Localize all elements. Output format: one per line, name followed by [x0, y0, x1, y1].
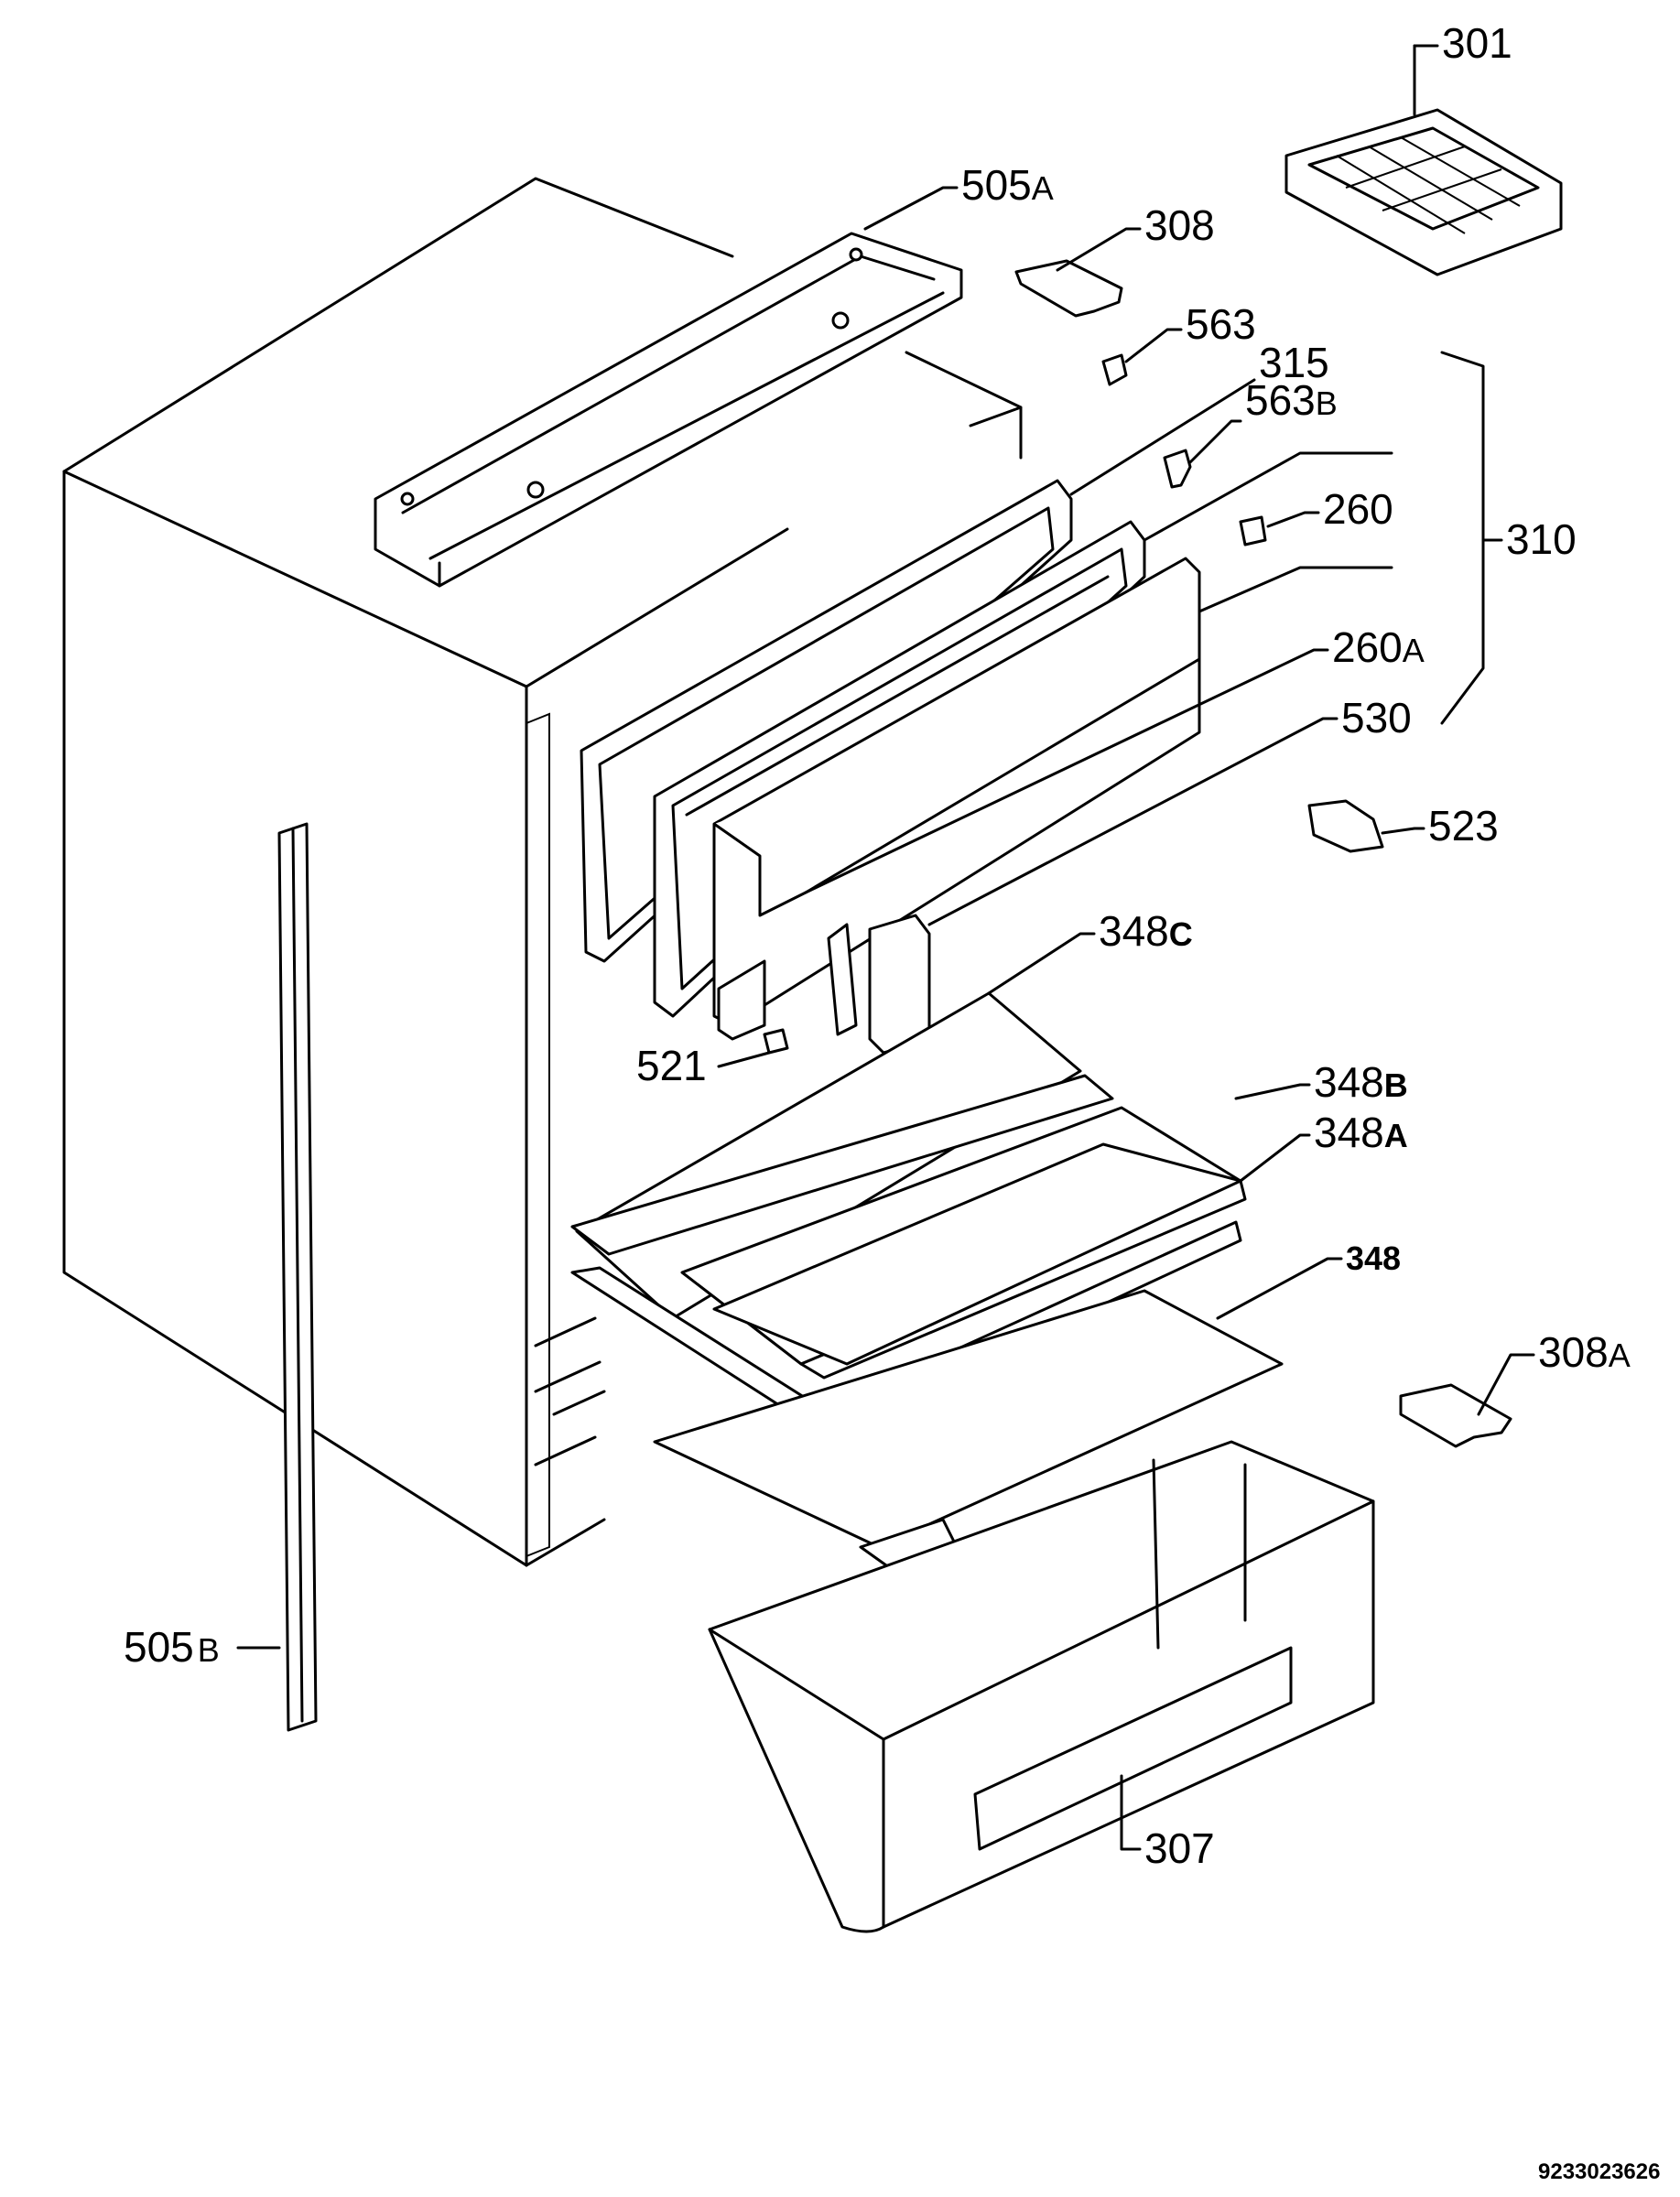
label-260A: 260A	[1332, 623, 1425, 671]
label-563B: 563B	[1245, 376, 1338, 424]
label-563: 563	[1186, 300, 1256, 348]
hinge-bracket-308A	[1399, 1383, 1512, 1448]
label-530: 530	[1341, 694, 1412, 741]
label-301: 301	[1442, 19, 1512, 67]
label-315: 315	[1259, 339, 1329, 386]
label-348A: 348A	[1314, 1109, 1408, 1156]
label-308A: 308A	[1538, 1328, 1631, 1376]
document-number: 9233023626	[1538, 2159, 1660, 2184]
screw-563	[1101, 353, 1128, 386]
label-260: 260	[1323, 485, 1393, 533]
label-308: 308	[1144, 201, 1215, 249]
callout-labels: 301 505A 308 563 315 563B 260 310 260A 5…	[124, 19, 1660, 2184]
leader-lines	[236, 44, 1535, 1851]
cabinet-body	[62, 177, 1023, 1567]
plug-523	[1307, 799, 1384, 853]
label-521: 521	[636, 1042, 707, 1089]
top-hinge-rail-505A	[374, 232, 963, 588]
shelf-348	[653, 1289, 1284, 1572]
inner-door-panel-530	[712, 557, 1201, 1041]
hinge-bracket-308	[1014, 259, 1123, 318]
screw-563B	[1163, 449, 1192, 489]
label-523: 523	[1428, 802, 1499, 850]
label-348: 348	[1346, 1239, 1401, 1277]
side-seal-505B	[277, 822, 318, 1732]
label-307: 307	[1144, 1824, 1215, 1872]
ice-cube-tray-301	[1284, 108, 1563, 276]
label-348B: 348B	[1314, 1058, 1408, 1106]
label-310: 310	[1506, 515, 1577, 563]
door-handle-parts	[763, 914, 931, 1055]
crisper-drawer-307	[708, 1440, 1375, 1933]
label-505A: 505A	[961, 161, 1054, 209]
label-348C: 348C	[1099, 907, 1193, 955]
clip-260	[1239, 515, 1267, 547]
